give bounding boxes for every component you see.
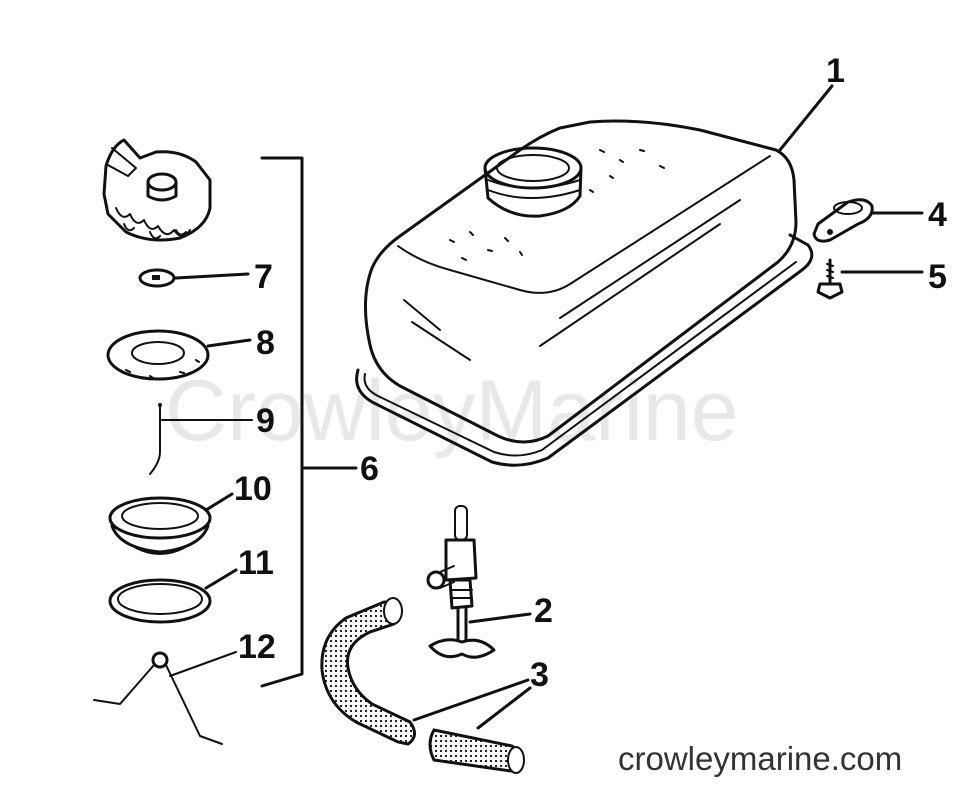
tank-bracket — [812, 198, 924, 243]
callout-9: 9 — [256, 402, 275, 440]
callout-7: 7 — [254, 258, 273, 296]
callout-5: 5 — [928, 258, 947, 296]
bracket-screw — [816, 258, 924, 300]
callout-1: 1 — [826, 52, 845, 90]
spring-clip — [93, 651, 237, 745]
fuel-tank — [355, 84, 834, 467]
callout-11: 11 — [238, 544, 274, 582]
callout-4: 4 — [928, 196, 947, 234]
callout-6: 6 — [360, 450, 379, 488]
retaining-wire — [149, 403, 253, 475]
shutoff-valve — [426, 505, 532, 659]
callout-12: 12 — [238, 628, 276, 666]
callout-10: 10 — [234, 470, 272, 508]
o-ring — [108, 568, 238, 624]
small-washer — [138, 268, 250, 288]
callout-8: 8 — [256, 324, 275, 362]
cap-assembly-bracket — [260, 156, 358, 688]
callout-2: 2 — [534, 592, 553, 630]
website-label: crowleymarine.com — [618, 740, 902, 777]
callout-3: 3 — [530, 656, 549, 694]
vent-cup — [108, 492, 234, 555]
gasket — [106, 329, 252, 381]
fuel-hoses — [320, 597, 532, 774]
fuel-cap — [102, 138, 212, 242]
